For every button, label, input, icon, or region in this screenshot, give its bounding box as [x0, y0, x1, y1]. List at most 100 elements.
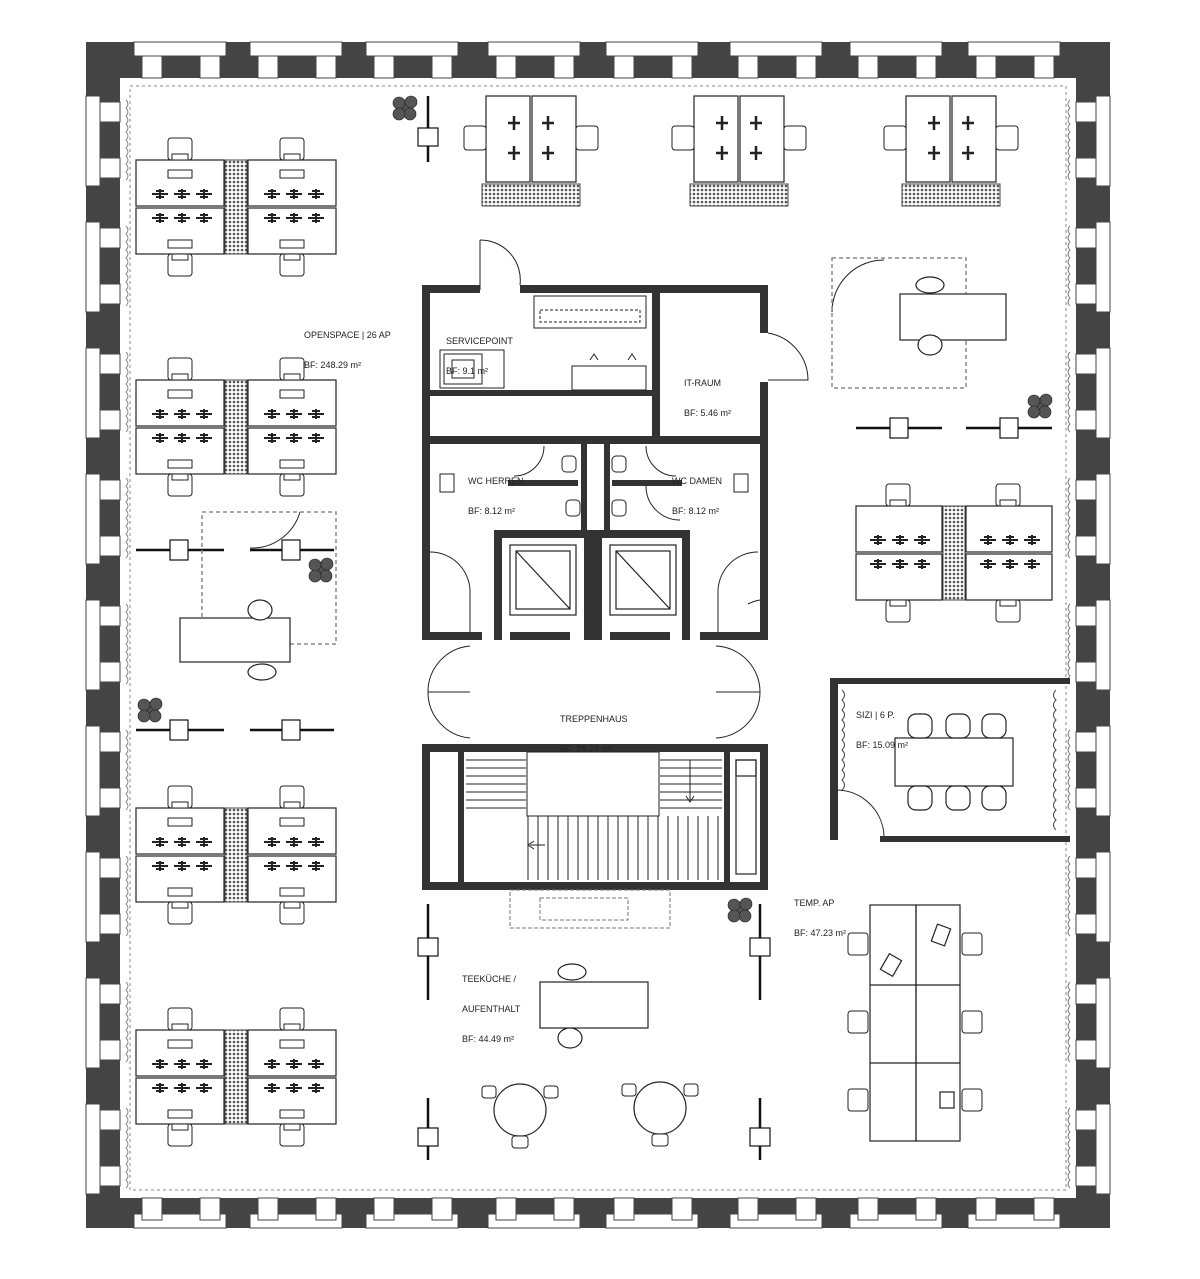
window-icon	[1095, 725, 1111, 817]
column-icon	[749, 1127, 771, 1147]
chair-icon	[167, 253, 193, 277]
window-icon	[795, 1197, 817, 1221]
monitor-icon	[286, 213, 302, 223]
drawer-icon	[279, 389, 305, 399]
column-icon	[749, 937, 771, 957]
plant-icon	[1027, 393, 1053, 419]
chair-icon	[995, 599, 1021, 623]
monitor-icon	[196, 1083, 212, 1093]
chair-icon	[463, 125, 487, 151]
window-icon	[671, 1197, 693, 1221]
window-icon	[99, 1109, 121, 1131]
meeting-table-icon	[899, 293, 1007, 341]
monitor-icon	[1002, 535, 1018, 545]
round-table-icon	[493, 1083, 547, 1137]
monitor-icon	[892, 559, 908, 569]
room-area: BF: 248.29 m²	[304, 360, 362, 370]
door-swing-icon	[717, 551, 759, 632]
window-icon	[729, 41, 823, 57]
monitor-icon	[286, 433, 302, 443]
column-icon	[889, 417, 909, 439]
drawer-icon	[167, 817, 193, 827]
window-icon	[133, 41, 227, 57]
room-name: IT-RAUM	[684, 378, 721, 388]
window-icon	[99, 227, 121, 249]
monitor-icon	[152, 1059, 168, 1069]
facade-windows	[85, 41, 1111, 1229]
monitor-icon	[264, 189, 280, 199]
room-name: TREPPENHAUS	[560, 714, 628, 724]
door-swing-icon	[249, 511, 301, 549]
window-icon	[99, 1039, 121, 1061]
toilet-icon	[561, 455, 627, 517]
window-icon	[1075, 661, 1097, 683]
monitor-icon	[174, 861, 190, 871]
monitor-icon	[152, 433, 168, 443]
drawer-icon	[167, 239, 193, 249]
column-icon	[281, 719, 301, 741]
monitor-icon	[264, 861, 280, 871]
chair-icon	[671, 125, 695, 151]
window-icon	[1075, 857, 1097, 879]
column-icon	[417, 937, 439, 957]
room-name: TEEKÜCHE /	[462, 974, 517, 984]
room-area: BF: 47.23 m²	[794, 928, 847, 938]
chair-icon	[945, 785, 971, 811]
door-swings	[249, 239, 885, 739]
window-icon	[85, 725, 101, 817]
window-icon	[99, 857, 121, 879]
chair-icon	[167, 137, 193, 161]
laptop-icon	[939, 1091, 955, 1109]
plant-icon	[308, 557, 334, 583]
curtain-icon	[125, 729, 129, 811]
column-icon	[417, 127, 439, 147]
temp-ap-desks	[869, 904, 961, 1142]
window-icon	[431, 55, 453, 79]
monitor-icon	[152, 189, 168, 199]
column-icon	[417, 1127, 439, 1147]
drawer-icon	[279, 1039, 305, 1049]
monitor-icon	[308, 837, 324, 847]
window-icon	[1075, 605, 1097, 627]
laptop-icon	[930, 923, 952, 947]
plant-screen	[481, 183, 581, 207]
window-icon	[1075, 983, 1097, 1005]
room-area: BF: 5.46 m²	[684, 408, 732, 418]
chair-icon	[167, 357, 193, 381]
chair-icon	[279, 1007, 305, 1031]
curtain-icon	[1053, 689, 1057, 831]
desk-cluster-icon	[135, 379, 337, 475]
window-icon	[849, 41, 943, 57]
window-icon	[495, 1197, 517, 1221]
chair-icon	[167, 785, 193, 809]
chair-icon	[557, 963, 587, 981]
room-name: OPENSPACE | 26 AP	[304, 330, 391, 340]
column-icon	[999, 417, 1019, 439]
chair-icon	[915, 276, 945, 294]
drawer-icon	[279, 1109, 305, 1119]
window-icon	[85, 977, 101, 1069]
window-icon	[495, 55, 517, 79]
monitor-icon	[542, 116, 554, 130]
chair-icon	[247, 599, 273, 621]
window-icon	[99, 913, 121, 935]
facade-curtain-line	[129, 85, 1067, 1191]
curtain-icon	[1067, 99, 1071, 181]
monitor-icon	[980, 559, 996, 569]
window-icon	[99, 283, 121, 305]
window-icon	[99, 731, 121, 753]
chair-icon	[995, 483, 1021, 507]
monitor-icon	[264, 433, 280, 443]
chair-icon	[167, 1123, 193, 1147]
plant-icon	[727, 897, 753, 923]
chair-icon	[847, 1088, 869, 1112]
shaft-icon	[735, 759, 757, 875]
monitor-icon	[196, 409, 212, 419]
window-icon	[431, 1197, 453, 1221]
curtain-icon	[1067, 603, 1071, 685]
window-icon	[99, 787, 121, 809]
desk-cluster-icon	[855, 505, 1053, 601]
window-icon	[257, 1197, 279, 1221]
room-label-teekueche: TEEKÜCHE / AUFENTHALT BF: 44.49 m²	[462, 954, 520, 1054]
